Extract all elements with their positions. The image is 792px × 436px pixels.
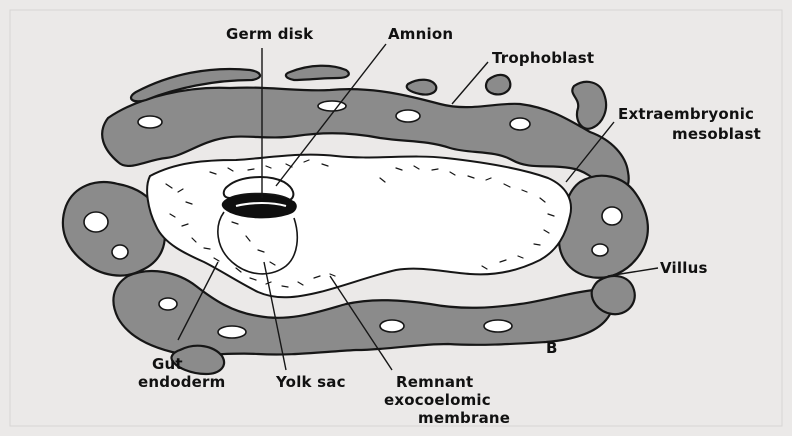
label-gut-line1: Gut (152, 356, 183, 372)
label-extraembryonic-line2: mesoblast (672, 126, 761, 142)
lacuna (510, 118, 530, 130)
label-villus: Villus (660, 260, 708, 276)
label-gut-line2: endoderm (138, 374, 225, 390)
label-remnant-line1: Remnant (396, 374, 473, 390)
lacuna (396, 110, 420, 122)
label-yolk-sac: Yolk sac (276, 374, 346, 390)
lacuna (318, 101, 346, 111)
lacuna (84, 212, 108, 232)
lacuna (112, 245, 128, 259)
trophoblast-top-strand-2 (286, 66, 349, 80)
label-extraembryonic-line1: Extraembryonic (618, 106, 754, 122)
trophoblast-far-right-villus (592, 276, 635, 314)
trophoblast-top-strand-4 (486, 75, 510, 94)
trophoblast-right-lobe (559, 176, 648, 278)
lacuna (138, 116, 162, 128)
trophoblast-lower-band (113, 271, 612, 355)
lacuna (484, 320, 512, 332)
panel-letter: B (546, 340, 558, 356)
trophoblast-right-strand (572, 82, 606, 129)
lacuna (218, 326, 246, 338)
label-remnant-line2: exocoelomic (384, 392, 491, 408)
lacuna (602, 207, 622, 225)
label-amnion: Amnion (388, 26, 453, 42)
label-remnant-line3: membrane (418, 410, 510, 426)
label-trophoblast: Trophoblast (492, 50, 594, 66)
lacuna (159, 298, 177, 310)
trophoblast-top-strand-3 (407, 80, 437, 95)
leader-trophoblast (452, 62, 488, 104)
lacuna (592, 244, 608, 256)
label-germ-disk: Germ disk (226, 26, 313, 42)
lacuna (380, 320, 404, 332)
